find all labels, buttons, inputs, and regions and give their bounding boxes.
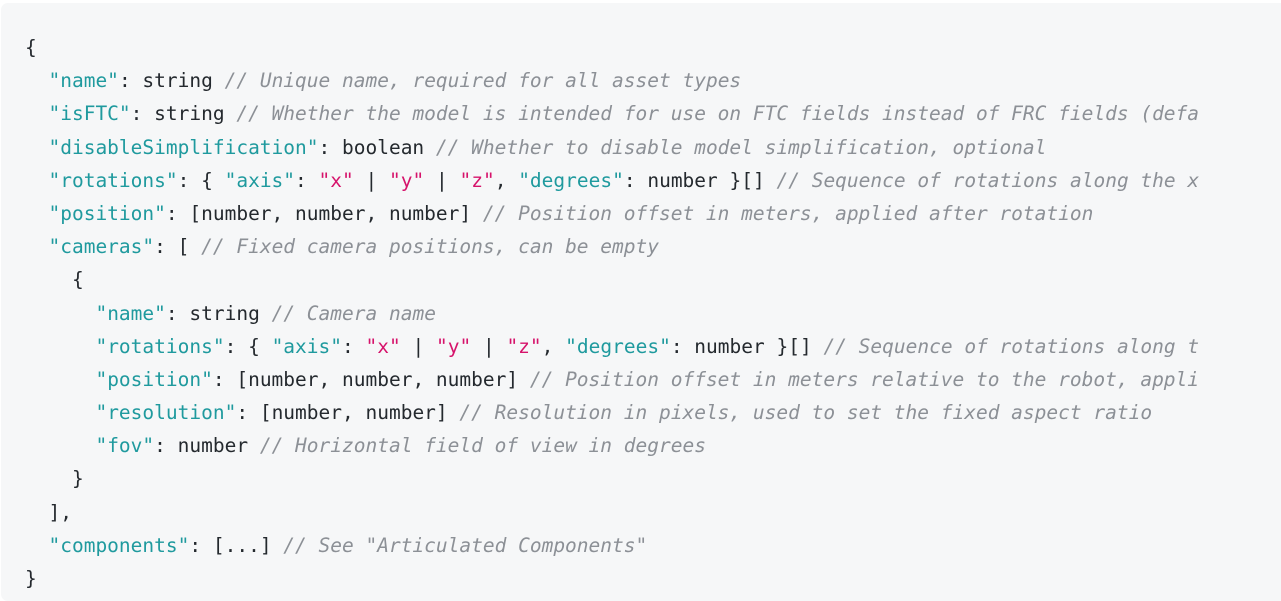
code-line: "name": string // Unique name, required … — [25, 64, 1281, 97]
code-text: : string — [130, 102, 237, 126]
code-text: | — [400, 334, 436, 358]
code-text: , — [494, 168, 519, 192]
code-text — [25, 534, 48, 557]
code-text — [25, 169, 48, 192]
json-key-token: "degrees" — [565, 334, 671, 358]
code-text — [25, 235, 48, 258]
code-text: , — [541, 334, 566, 358]
code-text: : — [342, 334, 366, 358]
json-key-token: "position" — [48, 201, 166, 225]
code-comment: // Whether the model is intended for use… — [236, 102, 1200, 126]
code-text: } — [25, 467, 84, 491]
code-text: } — [25, 567, 37, 590]
json-key-token: "degrees" — [518, 168, 624, 192]
code-line: { — [25, 263, 1281, 296]
code-line: ], — [25, 496, 1281, 529]
code-line: "rotations": { "axis": "x" | "y" | "z", … — [25, 330, 1281, 363]
code-text: : string — [165, 301, 272, 325]
code-text: | — [471, 334, 507, 358]
code-text: : — [295, 168, 319, 192]
code-line: } — [25, 462, 1281, 495]
code-text: : number — [154, 434, 260, 458]
code-comment: // See "Articulated Components" — [283, 533, 648, 557]
json-key-token: "name" — [95, 301, 166, 325]
code-comment: // Camera name — [271, 301, 436, 325]
code-comment: // Position offset in meters, applied af… — [482, 201, 1094, 225]
code-line: "components": [...] // See "Articulated … — [25, 529, 1281, 562]
code-lines: { "name": string // Unique name, require… — [25, 31, 1281, 595]
code-line: "cameras": [ // Fixed camera positions, … — [25, 230, 1281, 263]
code-text: : [...] — [189, 533, 284, 557]
code-text — [25, 368, 95, 391]
code-text: : [number, number] — [236, 401, 460, 425]
code-comment: // Sequence of rotations along t — [823, 334, 1200, 358]
code-comment: // Whether to disable model simplificati… — [435, 135, 1047, 159]
json-key-token: "axis" — [271, 334, 343, 358]
json-key-token: "rotations" — [48, 168, 178, 192]
code-comment: // Sequence of rotations along the x — [776, 168, 1200, 192]
code-text: { — [25, 36, 37, 59]
code-text: : [ — [154, 235, 202, 259]
code-text — [25, 69, 48, 92]
code-comment: // Horizontal field of view in degrees — [259, 434, 706, 458]
code-comment: // Position offset in meters relative to… — [529, 367, 1200, 391]
json-key-token: "resolution" — [95, 401, 237, 425]
code-text: | — [424, 168, 460, 192]
code-line: "fov": number // Horizontal field of vie… — [25, 429, 1281, 462]
code-line: "rotations": { "axis": "x" | "y" | "z", … — [25, 164, 1281, 197]
string-literal-token: "z" — [506, 334, 542, 358]
code-comment: // Fixed camera positions, can be empty — [201, 235, 659, 259]
json-key-token: "fov" — [95, 434, 155, 458]
code-line: "name": string // Camera name — [25, 297, 1281, 330]
code-text: : { — [224, 334, 272, 358]
code-text — [25, 136, 48, 159]
json-key-token: "position" — [95, 367, 213, 391]
code-text: : [number, number, number] — [212, 367, 530, 391]
string-literal-token: "x" — [365, 334, 401, 358]
json-key-token: "name" — [48, 69, 119, 93]
json-key-token: "isFTC" — [48, 102, 131, 126]
code-text — [25, 401, 95, 424]
json-key-token: "disableSimplification" — [48, 135, 319, 159]
string-literal-token: "x" — [318, 168, 354, 192]
code-block: { "name": string // Unique name, require… — [1, 3, 1281, 601]
code-line: } — [25, 562, 1281, 595]
code-text: ], — [25, 500, 72, 524]
string-literal-token: "y" — [435, 334, 472, 358]
string-literal-token: "z" — [459, 168, 495, 192]
code-line: "position": [number, number, number] // … — [25, 197, 1281, 230]
code-text: : string — [118, 69, 225, 93]
json-key-token: "axis" — [224, 168, 296, 192]
code-line: "isFTC": string // Whether the model is … — [25, 97, 1281, 130]
json-key-token: "components" — [48, 533, 190, 557]
code-text: : boolean — [318, 135, 436, 159]
code-text: : { — [177, 168, 225, 192]
code-comment: // Resolution in pixels, used to set the… — [459, 401, 1153, 425]
code-comment: // Unique name, required for all asset t… — [224, 69, 742, 93]
code-text: : [number, number, number] — [165, 201, 483, 225]
code-line: "position": [number, number, number] // … — [25, 363, 1281, 396]
code-text: { — [25, 268, 84, 292]
code-text — [25, 335, 95, 358]
json-key-token: "cameras" — [48, 235, 155, 259]
code-text: : number }[] — [623, 168, 777, 192]
code-text — [25, 434, 95, 457]
json-key-token: "rotations" — [95, 334, 225, 358]
code-text — [25, 202, 48, 225]
code-text — [25, 102, 48, 125]
code-line: "resolution": [number, number] // Resolu… — [25, 396, 1281, 429]
code-line: "disableSimplification": boolean // Whet… — [25, 131, 1281, 164]
code-text — [25, 302, 95, 325]
code-text: | — [353, 168, 389, 192]
code-text: : number }[] — [670, 334, 824, 358]
string-literal-token: "y" — [389, 168, 425, 192]
code-line: { — [25, 31, 1281, 64]
